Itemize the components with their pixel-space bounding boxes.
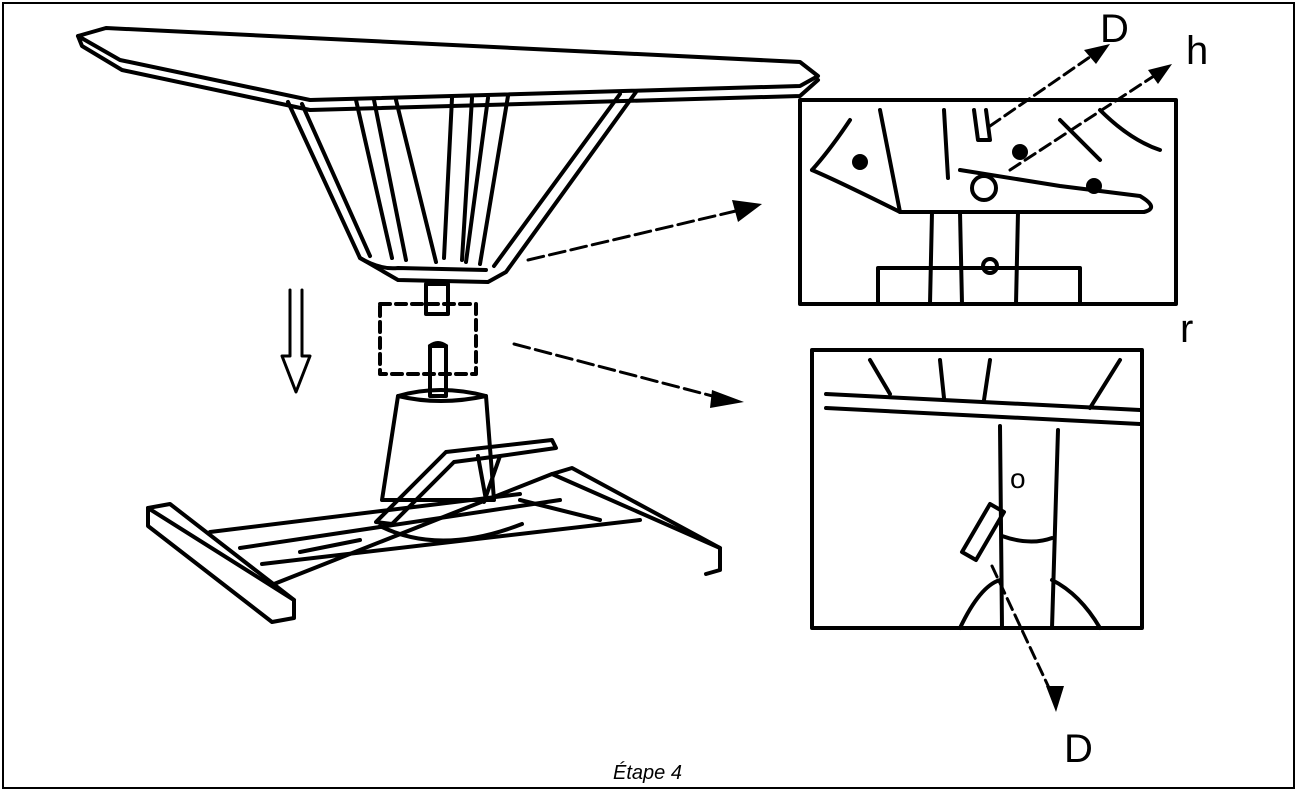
pointer-arrowhead-top	[732, 200, 762, 222]
column-assembly	[378, 282, 496, 502]
pointer-arrows	[512, 208, 742, 400]
label-r: r	[1180, 307, 1193, 351]
table-support-frame	[286, 90, 638, 284]
label-d-top: D	[1100, 7, 1129, 51]
detail-view-top	[798, 98, 1178, 306]
label-d-bottom: D	[1064, 727, 1093, 771]
table-top	[76, 26, 820, 112]
foot-lever	[374, 438, 558, 526]
detail-view-bottom	[810, 348, 1144, 630]
leader-line-d-bottom	[990, 564, 1052, 692]
down-direction-arrow	[280, 288, 312, 394]
leader-line-h	[1008, 70, 1162, 172]
pointer-arrowhead-bottom	[710, 390, 744, 408]
leader-line-d-top	[988, 48, 1102, 128]
label-h: h	[1186, 29, 1208, 73]
base-frame	[146, 466, 722, 624]
step-caption: Étape 4	[613, 762, 682, 784]
label-o: o	[1010, 463, 1026, 494]
